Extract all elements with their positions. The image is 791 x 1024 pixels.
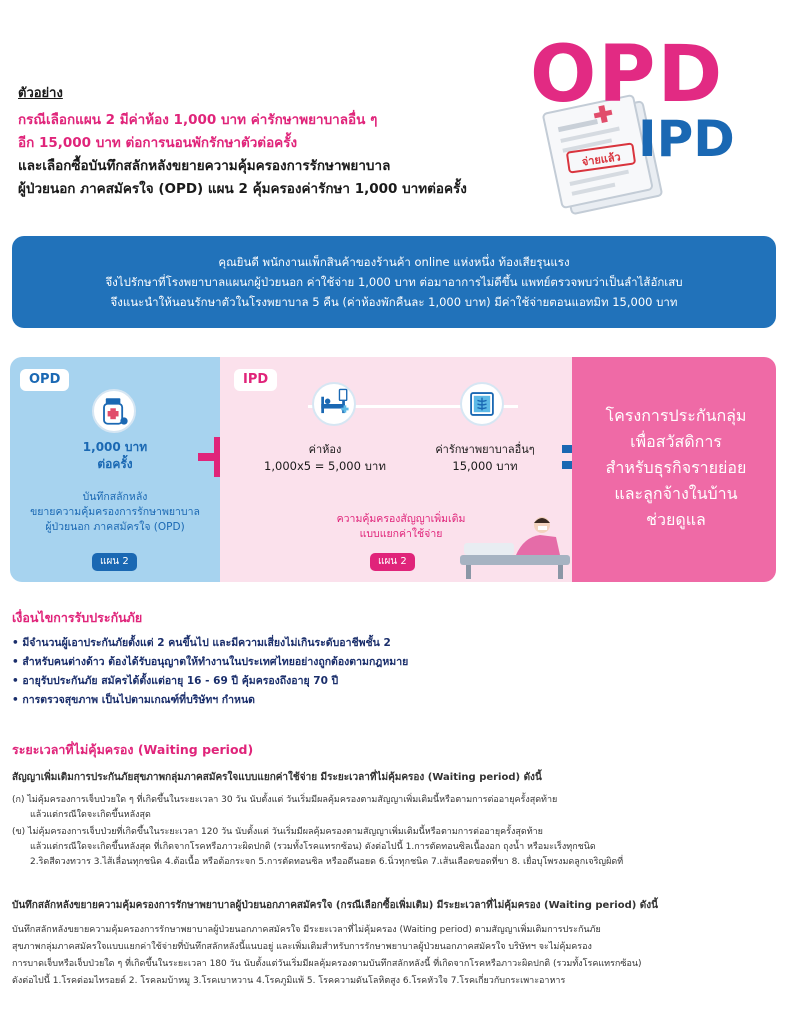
- opd-tag: OPD: [20, 369, 70, 391]
- rider-body: บันทึกสลักหลังขยายความคุ้มครองการรักษาพย…: [12, 922, 782, 990]
- result-line-5: ช่วยดูแล: [646, 510, 706, 529]
- medicine-bottle-icon: [92, 389, 136, 433]
- receipt-illustration: จ่ายแล้ว: [542, 94, 663, 215]
- banner-line-1: คุณยินดี พนักงานแพ็กสินค้าของร้านค้า onl…: [218, 255, 570, 269]
- result-text: โครงการประกันกลุ่ม เพื่อสวัสดิการ สำหรับ…: [586, 403, 766, 533]
- room-cost-value: 1,000x5 = 5,000 บาท: [264, 459, 386, 473]
- waiting-b-line-3: 2.ริดสีดวงทวาร 3.ไส้เลื่อนทุกชนิด 4.ต้อเ…: [30, 857, 624, 867]
- xray-icon: [460, 382, 504, 426]
- ipd-plan-badge: แผน 2: [370, 553, 415, 571]
- hero-graphic: จ่ายแล้ว OPD IPD: [520, 30, 780, 220]
- example-line-3: และเลือกซื้อบันทึกสลักหลังขยายความคุ้มคร…: [18, 158, 391, 174]
- result-line-2: เพื่อสวัสดิการ: [630, 432, 722, 451]
- result-column: โครงการประกันกลุ่ม เพื่อสวัสดิการ สำหรับ…: [572, 357, 776, 582]
- example-title: ตัวอย่าง: [18, 86, 63, 101]
- coverage-equation-panel: OPD 1,000 บาท ต่อครั้ง บันทึกสลักหลัง ขย…: [10, 357, 776, 582]
- banner-line-3: จึงแนะนำให้นอนรักษาตัวในโรงพยาบาล 5 คืน …: [110, 295, 678, 309]
- condition-item: มีจำนวนผู้เอาประกันภัยตั้งแต่ 2 คนขึ้นไป…: [12, 634, 408, 653]
- opd-value-amount: 1,000 บาท: [82, 440, 148, 454]
- rider-line-2: สุขภาพกลุ่มภาคสมัครใจแบบแยกค่าใช้จ่ายที่…: [12, 942, 592, 952]
- other-cost-value: 15,000 บาท: [452, 459, 518, 473]
- condition-item: การตรวจสุขภาพ เป็นไปตามเกณฑ์ที่บริษัทฯ ก…: [12, 691, 408, 710]
- opd-note-line-1: บันทึกสลักหลัง: [82, 491, 148, 503]
- opd-note-line-3: ผู้ป่วยนอก ภาคสมัครใจ (OPD): [45, 521, 185, 533]
- result-line-3: สำหรับธุรกิจรายย่อย: [605, 458, 747, 477]
- ipd-column: IPD ค่าห้อง 1,000x5 = 5,000 บาท ค่ารักษา…: [220, 357, 572, 582]
- room-cost-label: ค่าห้อง: [308, 443, 342, 456]
- opd-note: บันทึกสลักหลัง ขยายความคุ้มครองการรักษาพ…: [10, 490, 220, 535]
- rider-line-3: การบาดเจ็บหรือเจ็บป่วยใด ๆ ที่เกิดขึ้นใน…: [12, 959, 642, 969]
- waiting-period-title: ระยะเวลาที่ไม่คุ้มครอง (Waiting period): [12, 742, 254, 757]
- rider-line-1: บันทึกสลักหลังขยายความคุ้มครองการรักษาพย…: [12, 925, 601, 935]
- result-line-4: และลูกจ้างในบ้าน: [614, 484, 738, 503]
- opd-logo-text: OPD: [530, 30, 725, 120]
- opd-value: 1,000 บาท ต่อครั้ง: [10, 439, 220, 473]
- story-banner: คุณยินดี พนักงานแพ็กสินค้าของร้านค้า onl…: [12, 236, 776, 328]
- conditions-list: มีจำนวนผู้เอาประกันภัยตั้งแต่ 2 คนขึ้นไป…: [12, 634, 408, 710]
- opd-note-line-2: ขยายความคุ้มครองการรักษาพยาบาล: [30, 506, 200, 518]
- hospital-bed-icon: [312, 382, 356, 426]
- example-line-4: ผู้ป่วยนอก ภาคสมัครใจ (OPD) แผน 2 คุ้มคร…: [18, 181, 467, 197]
- other-cost-label: ค่ารักษาพยาบาลอื่นๆ: [435, 443, 535, 456]
- ipd-logo-text: IPD: [638, 110, 735, 168]
- connector-line: [308, 405, 518, 408]
- waiting-b-line-2: แล้วแต่กรณีใดจะเกิดขึ้นหลังสุด ที่เกิดจา…: [30, 842, 596, 852]
- plus-icon: [198, 437, 238, 477]
- ipd-tag: IPD: [234, 369, 278, 391]
- waiting-period-item-b: (ข) ไม่คุ้มครองการเจ็บป่วยที่เกิดขึ้นในร…: [12, 825, 782, 870]
- example-section: ตัวอย่าง กรณีเลือกแผน 2 มีค่าห้อง 1,000 …: [18, 82, 538, 201]
- example-line-2: อีก 15,000 บาท ต่อการนอนพักรักษาตัวต่อคร…: [18, 135, 298, 151]
- waiting-a-line-2: แล้วแต่กรณีใดจะเกิดขึ้นหลังสุด: [30, 810, 151, 820]
- waiting-period-intro: สัญญาเพิ่มเติมการประกันภัยสุขภาพกลุ่มภาค…: [12, 772, 542, 783]
- waiting-b-line-1: (ข) ไม่คุ้มครองการเจ็บป่วยที่เกิดขึ้นในร…: [12, 827, 543, 837]
- opd-column: OPD 1,000 บาท ต่อครั้ง บันทึกสลักหลัง ขย…: [10, 357, 220, 582]
- ipd-note-line-2: แบบแยกค่าใช้จ่าย: [359, 528, 443, 540]
- example-line-1: กรณีเลือกแผน 2 มีค่าห้อง 1,000 บาท ค่ารั…: [18, 112, 378, 128]
- conditions-title: เงื่อนไขการรับประกันภัย: [12, 610, 143, 625]
- paid-stamp-text: จ่ายแล้ว: [581, 150, 622, 168]
- ipd-note: ความคุ้มครองสัญญาเพิ่มเติม แบบแยกค่าใช้จ…: [316, 512, 486, 542]
- patient-in-bed-illustration: [460, 517, 570, 579]
- rider-line-4: ดังต่อไปนี้ 1.โรคต่อมไทรอยด์ 2. โรคลมบ้า…: [12, 976, 566, 986]
- opd-plan-badge: แผน 2: [92, 553, 137, 571]
- condition-item: สำหรับคนต่างด้าว ต้องได้รับอนุญาตให้ทำงา…: [12, 653, 408, 672]
- banner-line-2: จึงไปรักษาที่โรงพยาบาลแผนกผู้ป่วยนอก ค่า…: [105, 275, 683, 289]
- waiting-period-item-a: (ก) ไม่คุ้มครองการเจ็บป่วยใด ๆ ที่เกิดขึ…: [12, 793, 772, 823]
- rider-title: บันทึกสลักหลังขยายความคุ้มครองการรักษาพย…: [12, 900, 658, 911]
- result-line-1: โครงการประกันกลุ่ม: [605, 406, 747, 425]
- condition-item: อายุรับประกันภัย สมัครได้ตั้งแต่อายุ 16 …: [12, 672, 408, 691]
- ipd-note-line-1: ความคุ้มครองสัญญาเพิ่มเติม: [336, 513, 466, 525]
- opd-value-unit: ต่อครั้ง: [97, 457, 133, 471]
- waiting-a-line-1: (ก) ไม่คุ้มครองการเจ็บป่วยใด ๆ ที่เกิดขึ…: [12, 795, 558, 805]
